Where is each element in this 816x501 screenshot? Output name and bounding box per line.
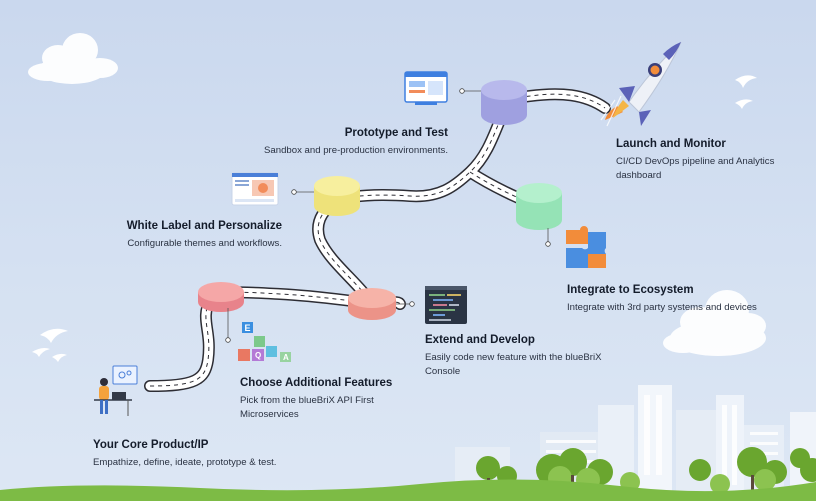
svg-text:E: E	[245, 323, 251, 333]
step-ecosystem-description: Integrate with 3rd party systems and dev…	[567, 302, 757, 313]
grass-strip	[0, 479, 816, 501]
marker-features	[198, 282, 244, 312]
step-core: Your Core Product/IP Empathize, define, …	[93, 438, 333, 470]
leader-dot-features	[225, 337, 231, 343]
browser-windows-icon	[404, 71, 448, 105]
leader-dot-extend	[409, 301, 415, 307]
svg-text:Q: Q	[255, 351, 261, 360]
marker-extend	[348, 288, 396, 320]
leader-dot-whitelabel	[291, 189, 297, 195]
step-launch-description: CI/CD DevOps pipeline and Analytics dash…	[616, 156, 775, 181]
cloud-left	[28, 33, 118, 84]
marker-prototype	[481, 80, 527, 125]
step-ecosystem-title: Integrate to Ecosystem	[567, 284, 694, 296]
svg-text:A: A	[283, 353, 289, 362]
step-core-description: Empathize, define, ideate, prototype & t…	[93, 457, 277, 468]
birds	[32, 75, 757, 362]
step-features-description: Pick from the blueBriX API First Microse…	[240, 395, 374, 420]
leader-dot-ecosystem	[545, 241, 551, 247]
step-features-title: Choose Additional Features	[240, 377, 393, 389]
step-prototype: Prototype and Test Sandbox and pre-produ…	[200, 126, 448, 158]
step-whitelabel-title: White Label and Personalize	[126, 220, 282, 232]
marker-ecosystem	[516, 183, 562, 230]
step-extend-title: Extend and Develop	[425, 334, 535, 346]
step-extend: Extend and Develop Easily code new featu…	[425, 333, 603, 378]
step-launch-title: Launch and Monitor	[616, 138, 726, 150]
developer-at-desk-icon	[94, 365, 138, 416]
leader-dot-prototype	[459, 88, 465, 94]
step-extend-description: Easily code new feature with the blueBri…	[425, 352, 602, 377]
step-whitelabel-description: Configurable themes and workflows.	[127, 238, 282, 249]
code-editor-icon	[425, 286, 467, 324]
cloud-right	[663, 290, 766, 356]
step-ecosystem: Integrate to Ecosystem Integrate with 3r…	[567, 283, 767, 315]
dashboard-theme-icon	[231, 172, 279, 206]
step-core-title: Your Core Product/IP	[93, 439, 209, 451]
feature-blocks-icon: E Q A	[238, 322, 291, 362]
step-launch: Launch and Monitor CI/CD DevOps pipeline…	[616, 137, 776, 182]
step-prototype-title: Prototype and Test	[344, 127, 448, 139]
puzzle-pieces-icon	[566, 226, 606, 268]
marker-whitelabel	[314, 176, 360, 216]
step-prototype-description: Sandbox and pre-production environments.	[264, 145, 448, 156]
rocket-icon	[600, 41, 682, 127]
step-features: Choose Additional Features Pick from the…	[240, 376, 410, 421]
step-whitelabel: White Label and Personalize Configurable…	[60, 219, 282, 251]
